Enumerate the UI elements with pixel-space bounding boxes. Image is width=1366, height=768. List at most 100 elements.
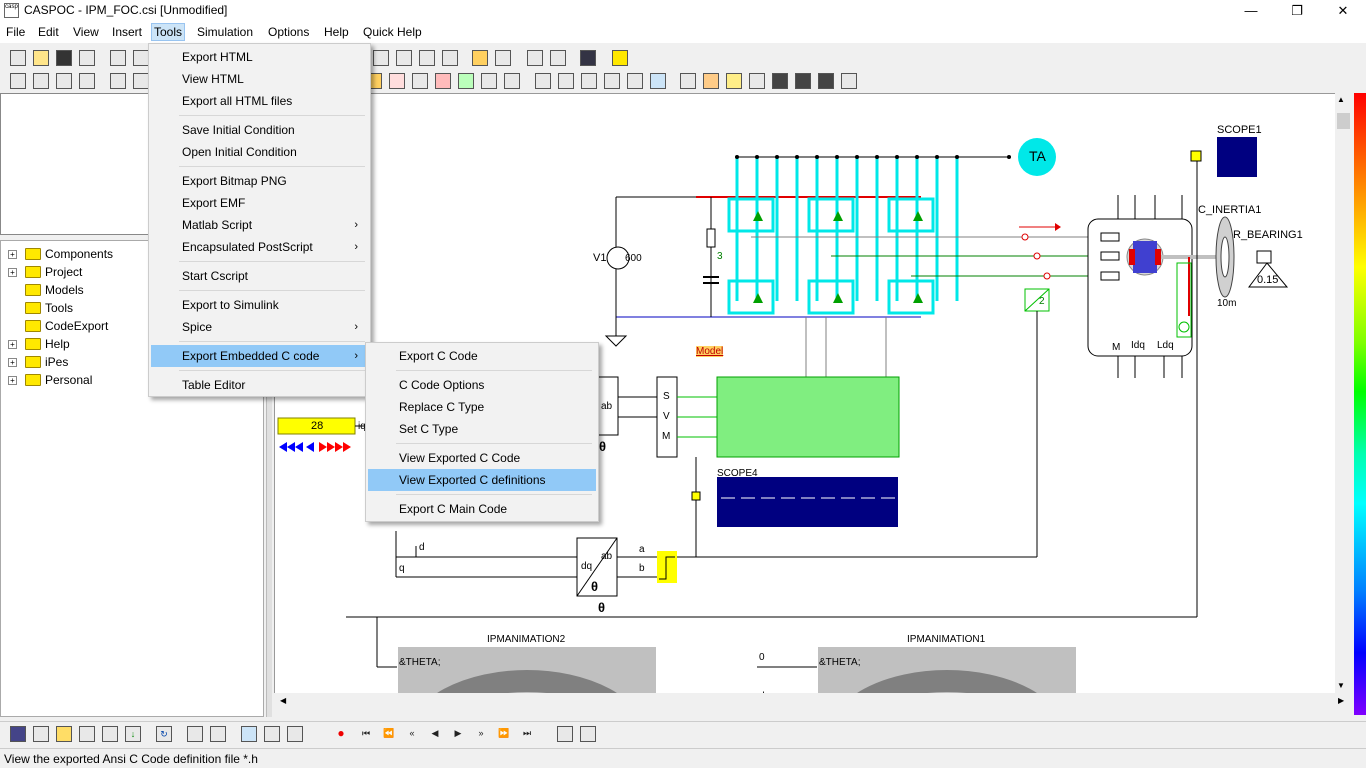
menu-item-start-cscript[interactable]: Start Cscript	[182, 269, 249, 283]
restore-button[interactable]: ❐	[1291, 3, 1303, 18]
menu-item-set-c-type[interactable]: Set C Type	[399, 422, 459, 436]
minimize-button[interactable]: —	[1244, 3, 1258, 18]
chip-icon[interactable]	[772, 73, 788, 89]
green-block-icon[interactable]	[458, 73, 474, 89]
fast-rewind-icon[interactable]: ⏪	[383, 728, 395, 738]
tools-icon[interactable]	[504, 73, 520, 89]
menu-file[interactable]: File	[6, 25, 26, 39]
arrow-down-icon[interactable]: ↓	[125, 726, 141, 742]
counter-icon[interactable]	[56, 726, 72, 742]
node-icon[interactable]	[110, 73, 126, 89]
graph2-icon[interactable]	[726, 73, 742, 89]
forward-icon[interactable]: »	[478, 728, 484, 738]
menu-item-view-exported-c-definitions[interactable]: View Exported C definitions	[368, 469, 596, 491]
zoom-width-icon[interactable]	[56, 73, 72, 89]
network-icon[interactable]	[187, 726, 203, 742]
expand-icon[interactable]: +	[8, 250, 17, 259]
open-folder-icon[interactable]	[33, 50, 49, 66]
refresh-icon[interactable]: ↻	[156, 726, 172, 742]
library-icon[interactable]	[10, 726, 26, 742]
network2-icon[interactable]	[210, 726, 226, 742]
menu-item-export-all-html[interactable]: Export all HTML files	[182, 94, 293, 108]
grid-icon[interactable]	[558, 73, 574, 89]
scroll-left-icon[interactable]: ◀	[280, 696, 287, 705]
scroll-right-icon[interactable]: ▶	[1338, 696, 1345, 705]
menu-item-export-html[interactable]: Export HTML	[182, 50, 253, 64]
model-link[interactable]: Model	[696, 346, 724, 357]
expand-icon[interactable]: +	[8, 340, 17, 349]
copy-icon[interactable]	[133, 50, 149, 66]
panel-splitter[interactable]	[266, 93, 272, 717]
menu-tools[interactable]: Tools	[151, 23, 186, 41]
expand-icon[interactable]: +	[8, 268, 17, 277]
record-icon[interactable]: ●	[337, 726, 345, 740]
timer-icon[interactable]	[581, 73, 597, 89]
menu-help[interactable]: Help	[324, 25, 349, 39]
image-icon[interactable]	[241, 726, 257, 742]
zoom-100-icon[interactable]	[10, 73, 26, 89]
menu-item-save-initial-condition[interactable]: Save Initial Condition	[182, 123, 295, 137]
expand-icon[interactable]: +	[8, 376, 17, 385]
expand-icon[interactable]: +	[8, 358, 17, 367]
sort-down-icon[interactable]	[749, 73, 765, 89]
menu-item-matlab-script[interactable]: Matlab Script ›	[151, 214, 368, 236]
print-icon[interactable]	[79, 50, 95, 66]
red-node-icon[interactable]	[389, 73, 405, 89]
zoom-height-icon[interactable]	[79, 73, 95, 89]
windows-icon[interactable]	[557, 726, 573, 742]
arrow-right-icon[interactable]	[412, 73, 428, 89]
list-view-icon[interactable]	[102, 726, 118, 742]
menu-item-export-c-code[interactable]: Export C Code	[399, 349, 478, 363]
meter-icon[interactable]	[650, 73, 666, 89]
zoom-fit-icon[interactable]	[33, 73, 49, 89]
print-preview-icon[interactable]	[550, 50, 566, 66]
step-back-icon[interactable]: ◀	[431, 728, 439, 738]
menu-item-export-bitmap[interactable]: Export Bitmap PNG	[182, 174, 287, 188]
menu-options[interactable]: Options	[268, 25, 310, 39]
source-icon[interactable]	[435, 73, 451, 89]
table-icon[interactable]	[841, 73, 857, 89]
menu-item-spice[interactable]: Spice ›	[151, 316, 368, 338]
menu-simulation[interactable]: Simulation	[197, 25, 254, 39]
menu-quick-help[interactable]: Quick Help	[363, 25, 422, 39]
scroll-down-icon[interactable]: ▼	[1337, 681, 1345, 690]
list-icon[interactable]	[396, 50, 412, 66]
close-button[interactable]: ✕	[1337, 3, 1349, 18]
menu-item-c-code-options[interactable]: C Code Options	[399, 378, 485, 392]
menu-item-export-embedded-c-code[interactable]: Export Embedded C code ›	[151, 345, 368, 367]
menu-item-view-exported-c-code[interactable]: View Exported C Code	[399, 451, 521, 465]
shapes-icon[interactable]	[703, 73, 719, 89]
menu-item-replace-c-type[interactable]: Replace C Type	[399, 400, 485, 414]
wire-icon[interactable]	[133, 73, 149, 89]
edit-doc-icon[interactable]	[264, 726, 280, 742]
chip3-icon[interactable]	[818, 73, 834, 89]
menu-item-table-editor[interactable]: Table Editor	[182, 378, 246, 392]
input-value[interactable]: 28	[311, 420, 324, 432]
cascade-icon[interactable]	[580, 726, 596, 742]
menu-item-open-initial-condition[interactable]: Open Initial Condition	[182, 145, 297, 159]
menu-view[interactable]: View	[73, 25, 99, 39]
chip2-icon[interactable]	[795, 73, 811, 89]
align-icon[interactable]	[419, 50, 435, 66]
menu-item-export-c-main-code[interactable]: Export C Main Code	[399, 502, 508, 516]
level-icon[interactable]	[627, 73, 643, 89]
crosshair-icon[interactable]	[535, 73, 551, 89]
horizontal-scrollbar[interactable]: ◀ ▶	[274, 693, 1352, 710]
scroll-up-icon[interactable]: ▲	[1337, 95, 1345, 104]
edit-icon[interactable]	[527, 50, 543, 66]
menu-edit[interactable]: Edit	[38, 25, 59, 39]
ic-icon[interactable]	[495, 50, 511, 66]
rewind-icon[interactable]: «	[409, 728, 415, 738]
sort-icon[interactable]	[442, 50, 458, 66]
skip-end-icon[interactable]: ⏭	[522, 728, 532, 738]
target-icon[interactable]	[680, 73, 696, 89]
menu-item-export-to-simulink[interactable]: Export to Simulink	[182, 298, 279, 312]
bar-chart-icon[interactable]	[604, 73, 620, 89]
scroll-thumb[interactable]	[1337, 113, 1350, 129]
save-icon[interactable]	[56, 50, 72, 66]
skip-start-icon[interactable]: ⏮	[361, 728, 371, 738]
new-file-icon[interactable]	[10, 50, 26, 66]
project-tree[interactable]: + Components + Project Models Tools Code…	[0, 240, 264, 717]
graph-icon[interactable]	[373, 50, 389, 66]
menu-item-encapsulated-postscript[interactable]: Encapsulated PostScript ›	[151, 236, 368, 258]
